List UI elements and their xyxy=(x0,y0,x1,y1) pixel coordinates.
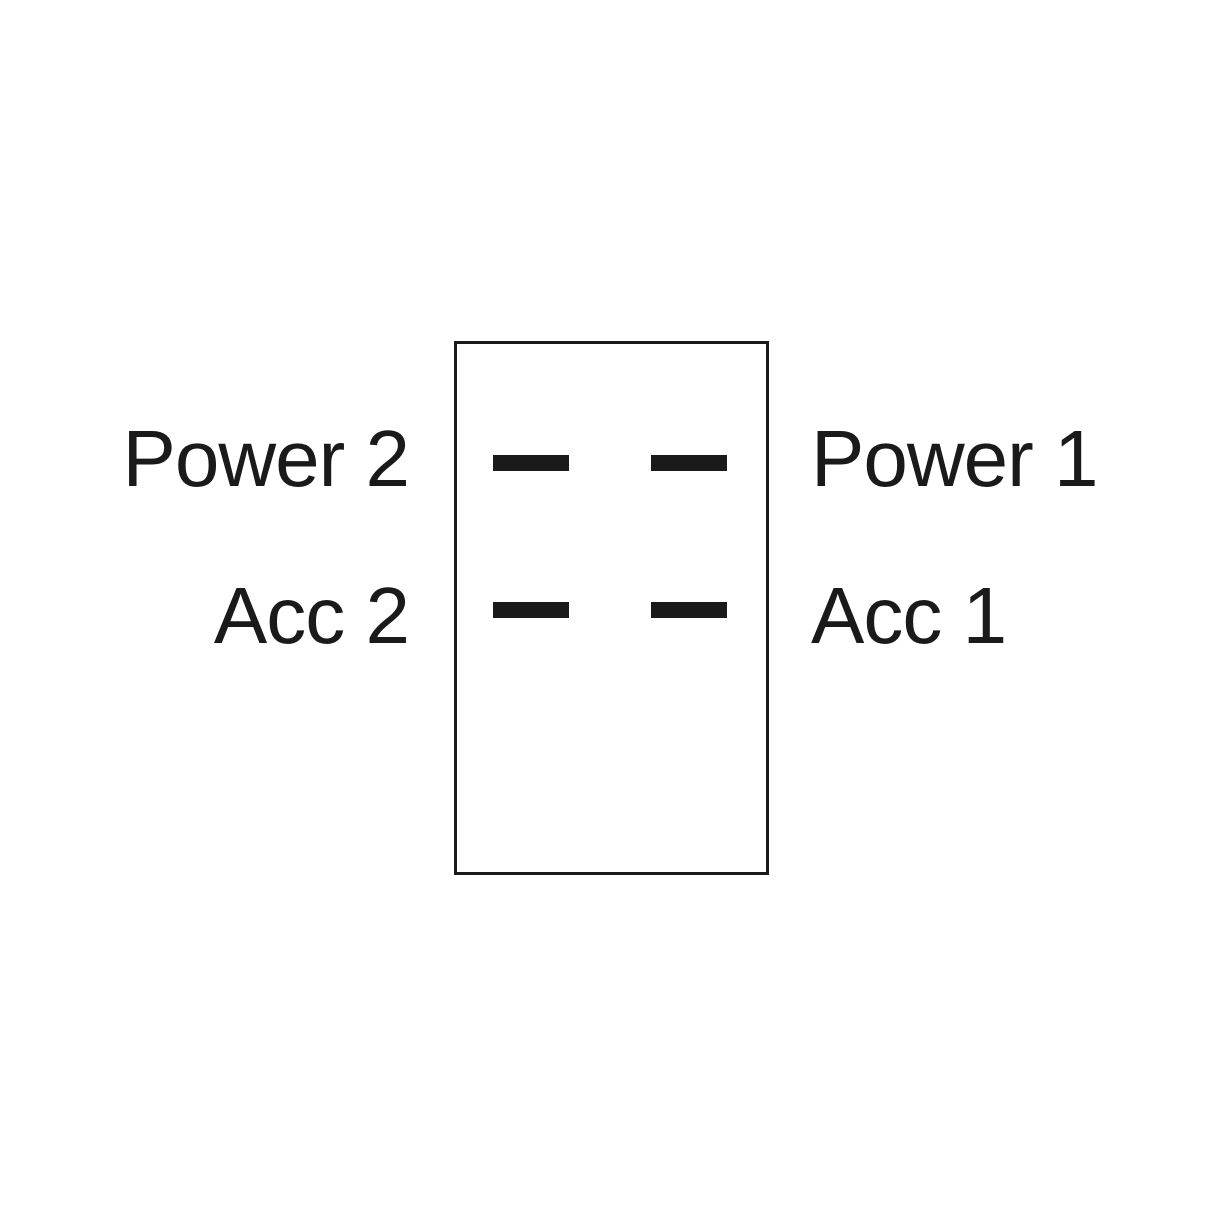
switch-body-outline xyxy=(454,341,769,875)
label-acc-2: Acc 2 xyxy=(213,571,410,660)
terminal-power-1 xyxy=(651,455,727,471)
terminal-acc-1 xyxy=(651,602,727,618)
terminal-acc-2 xyxy=(493,602,569,618)
label-power-1: Power 1 xyxy=(811,414,1098,503)
label-power-2: Power 2 xyxy=(122,414,410,503)
terminal-power-2 xyxy=(493,455,569,471)
label-acc-1: Acc 1 xyxy=(811,571,1007,660)
